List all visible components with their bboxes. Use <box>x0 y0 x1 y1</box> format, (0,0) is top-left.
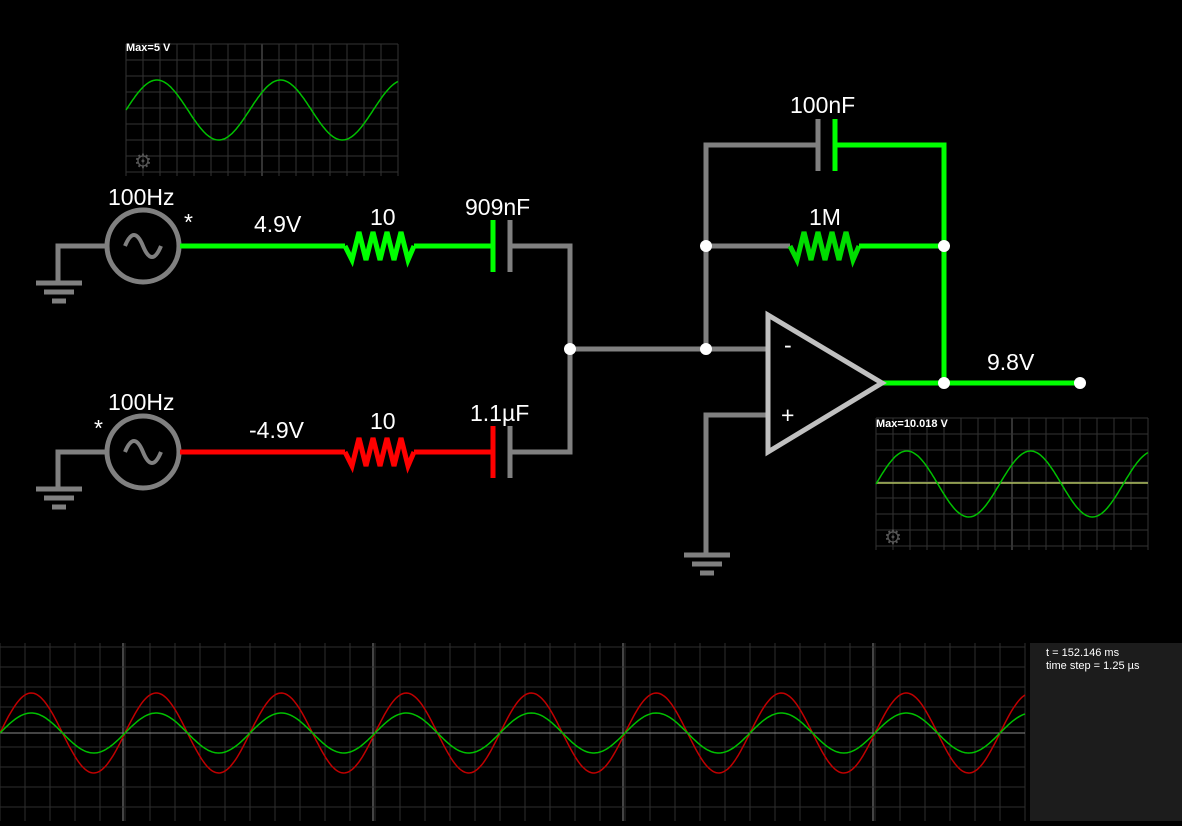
cap-top-label: 909nF <box>465 194 530 220</box>
node[interactable] <box>700 240 712 252</box>
output-scope-max-label: Max=10.018 V <box>876 418 949 430</box>
resistor-bottom[interactable] <box>342 437 417 474</box>
output-terminal[interactable] <box>1074 377 1086 389</box>
circuit-canvas[interactable]: Max=5 V ⚙ 100Hz * 4.9V 10 909nF 100H <box>0 0 1182 643</box>
feedback-cap-label: 100nF <box>790 92 855 118</box>
input-scope-max-label: Max=5 V <box>126 42 171 54</box>
scope-plot[interactable] <box>0 643 1030 821</box>
resistor-top-label: 10 <box>370 204 396 230</box>
output-voltage-label: 9.8V <box>987 349 1035 375</box>
resistor-bottom-label: 10 <box>370 408 396 434</box>
node[interactable] <box>938 377 950 389</box>
voltage-top-label: 4.9V <box>254 211 302 237</box>
gear-icon[interactable]: ⚙ <box>884 527 902 549</box>
node[interactable] <box>700 343 712 355</box>
input-scope[interactable]: Max=5 V ⚙ <box>125 42 399 176</box>
source-bottom-marker: * <box>94 415 103 441</box>
ac-source-bottom[interactable] <box>104 413 182 491</box>
opamp[interactable] <box>765 310 887 457</box>
resistor-top[interactable] <box>342 231 417 268</box>
timestep-label: time step = 1.25 µs <box>1046 660 1140 672</box>
trace-output <box>0 692 1026 774</box>
cap-bottom-label: 1.1µF <box>470 400 529 426</box>
output-scope-trace <box>875 450 1149 518</box>
opamp-minus: - <box>784 332 792 358</box>
resistor-feedback[interactable] <box>787 231 862 268</box>
output-scope[interactable]: Max=10.018 V ⚙ <box>875 417 1149 550</box>
scope-info-panel: t = 152.146 ms time step = 1.25 µs <box>1030 643 1182 821</box>
node[interactable] <box>564 343 576 355</box>
ac-source-top[interactable] <box>104 207 182 285</box>
source-top-freq: 100Hz <box>108 184 174 210</box>
input-scope-trace <box>125 79 399 141</box>
opamp-plus: + <box>781 402 794 428</box>
time-label: t = 152.146 ms <box>1046 647 1120 659</box>
wire-ground-top <box>55 243 108 283</box>
source-top-marker: * <box>184 209 193 235</box>
source-bottom-freq: 100Hz <box>108 389 174 415</box>
trace-input <box>0 712 1026 754</box>
voltage-bottom-label: -4.9V <box>249 417 305 443</box>
node[interactable] <box>938 240 950 252</box>
feedback-res-label: 1M <box>809 204 841 230</box>
gear-icon[interactable]: ⚙ <box>134 151 152 173</box>
scope-panel[interactable] <box>0 643 1182 821</box>
